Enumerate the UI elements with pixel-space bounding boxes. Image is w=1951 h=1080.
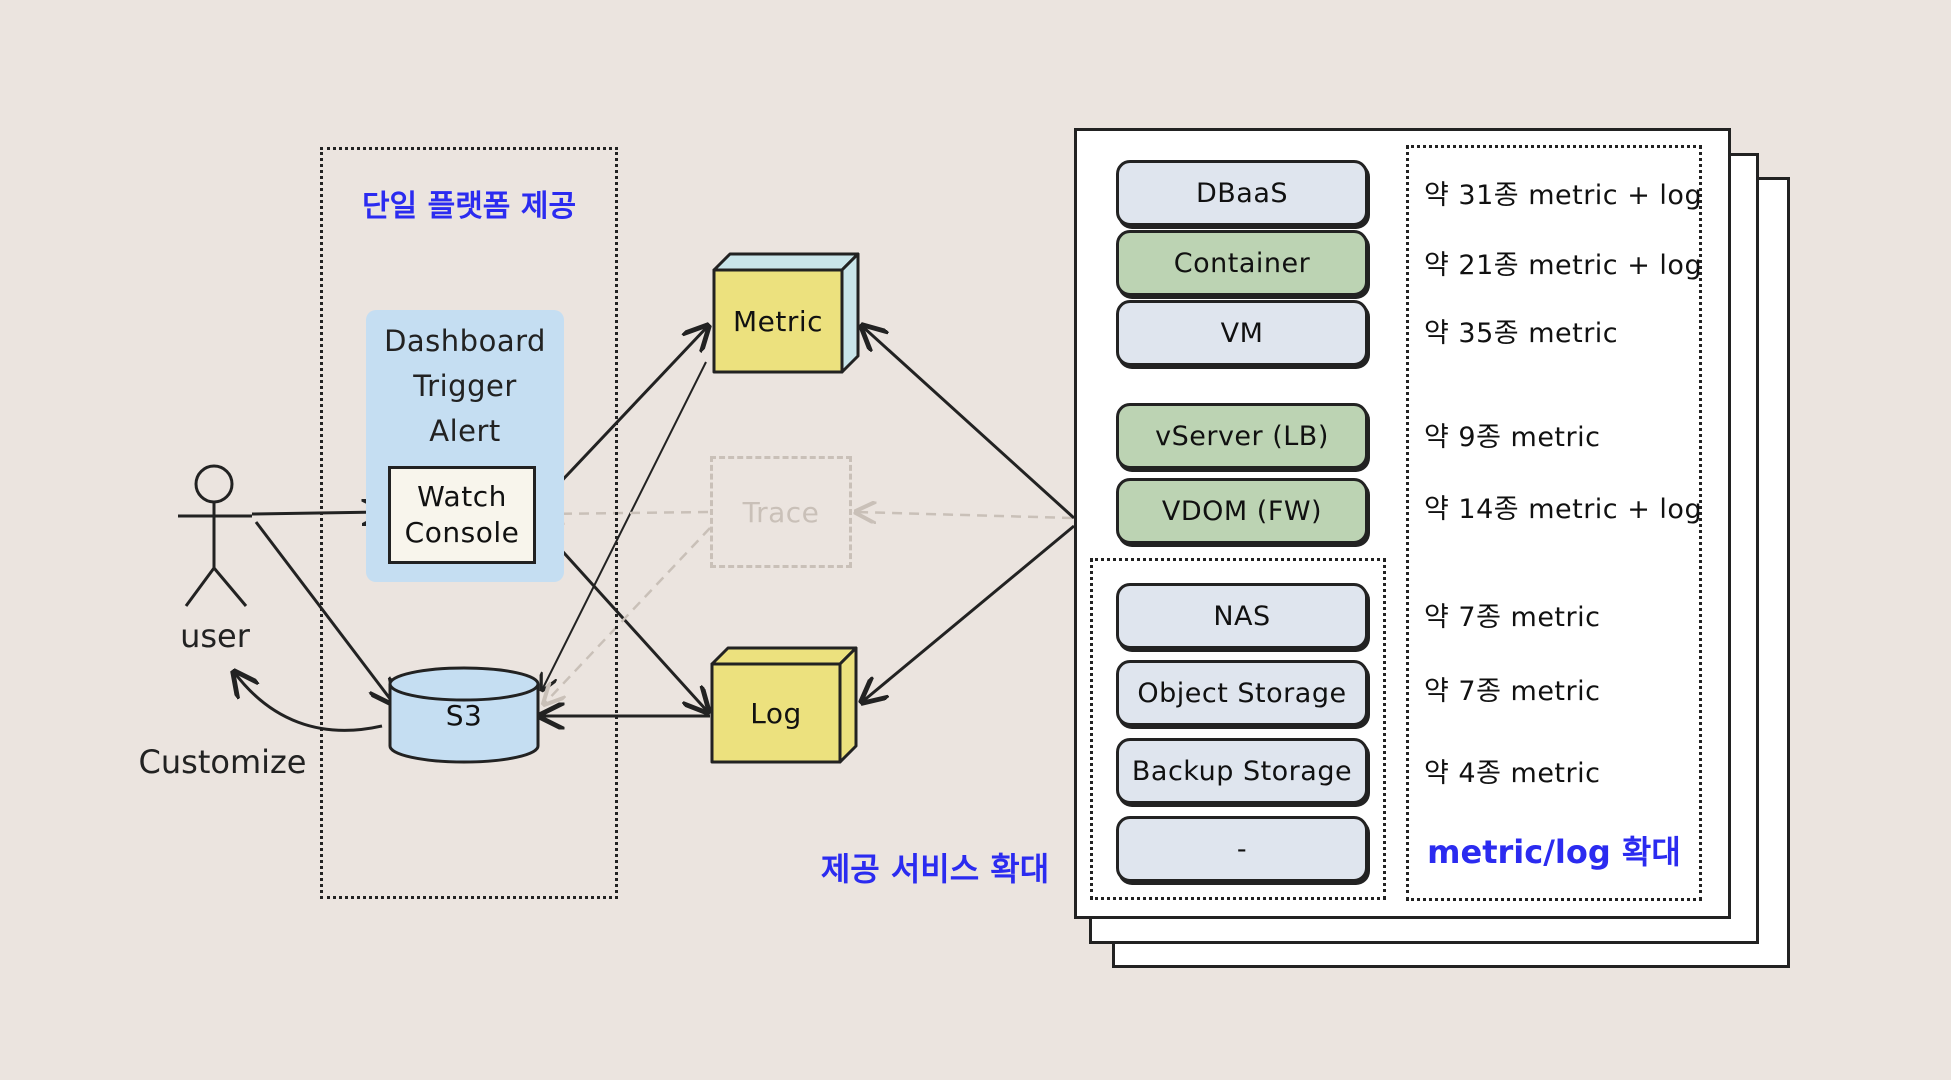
customize-label: Customize [138,743,307,781]
single-platform-frame [320,147,618,899]
user-figure-icon [178,464,252,607]
service-box: Object Storage [1116,660,1368,726]
watch-console-line-1: Watch [417,480,507,513]
service-expand-label: 제공 서비스 확대 [820,850,1050,888]
service-description: 약 9종 metric [1424,421,1601,453]
metric-log-expand-label: metric/log 확대 [1427,833,1681,871]
service-description: 약 4종 metric [1424,757,1601,789]
user-label: user [180,617,250,655]
service-box: Container [1116,230,1368,296]
watch-console-line-2: Console [404,516,520,549]
watch-console-box: Watch Console [388,466,536,564]
log-label: Log [750,696,802,730]
s3-storage-icon [388,666,540,764]
service-box: NAS [1116,583,1368,649]
platform-title: 단일 플랫폼 제공 [361,189,577,224]
service-description: 약 7종 metric [1424,601,1601,633]
service-box: DBaaS [1116,160,1368,226]
feature-alert: Alert [429,413,501,448]
service-box: Backup Storage [1116,738,1368,804]
feature-trigger: Trigger [413,368,517,403]
service-description: 약 7종 metric [1424,675,1601,707]
service-box: - [1116,816,1368,882]
service-box: VM [1116,300,1368,366]
trace-box: Trace [710,456,852,568]
metric-label: Metric [732,304,824,338]
storage-service-group [1090,558,1386,900]
service-description: 약 21종 metric + log [1424,249,1703,281]
service-description: 약 35종 metric [1424,317,1619,349]
service-box: vServer (LB) [1116,403,1368,469]
feature-dashboard: Dashboard [384,323,546,358]
metric-cube-icon [712,252,860,374]
s3-label: S3 [445,698,483,732]
console-feature-list: Dashboard Trigger Alert [366,318,564,454]
service-description: 약 31종 metric + log [1424,179,1703,211]
service-box: VDOM (FW) [1116,478,1368,544]
service-description: 약 14종 metric + log [1424,493,1703,525]
log-cube-icon [710,646,858,764]
service-description-column [1406,145,1702,901]
